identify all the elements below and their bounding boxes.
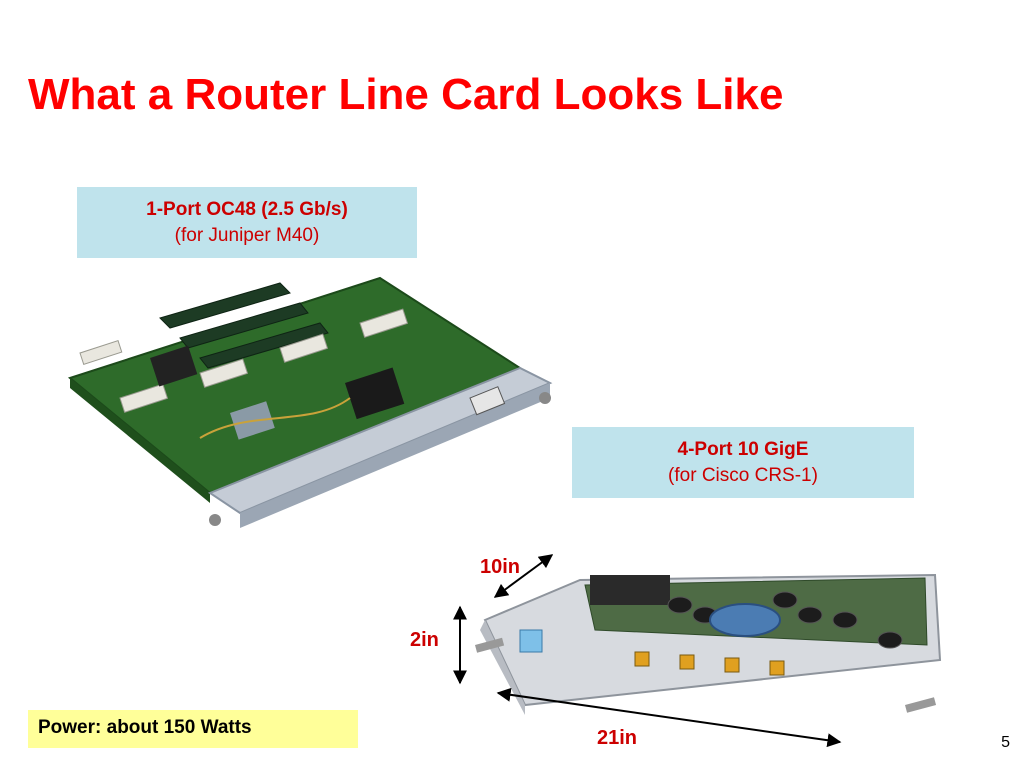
card2-label-main: 4-Port 10 GigE [677, 439, 809, 460]
depth-arrow [493, 554, 554, 598]
card1-label-sub: (for Juniper M40) [174, 225, 320, 246]
slide-title: What a Router Line Card Looks Like [28, 70, 784, 119]
juniper-line-card-image [67, 276, 553, 528]
dimension-length: 21in [597, 727, 638, 749]
dimension-depth: 10in [480, 556, 521, 578]
card1-label-main: 1-Port OC48 (2.5 Gb/s) [146, 199, 348, 220]
cisco-line-card-image [475, 573, 942, 715]
dimension-height: 2in [410, 629, 439, 651]
card1-label: 1-Port OC48 (2.5 Gb/s) (for Juniper M40) [77, 187, 417, 258]
length-arrow [496, 687, 842, 748]
page-number: 5 [1001, 734, 1010, 751]
card2-label: 4-Port 10 GigE (for Cisco CRS-1) [572, 427, 914, 498]
dimension-arrows [453, 554, 842, 748]
card2-label-sub: (for Cisco CRS-1) [668, 465, 818, 486]
power-note: Power: about 150 Watts [28, 710, 358, 748]
